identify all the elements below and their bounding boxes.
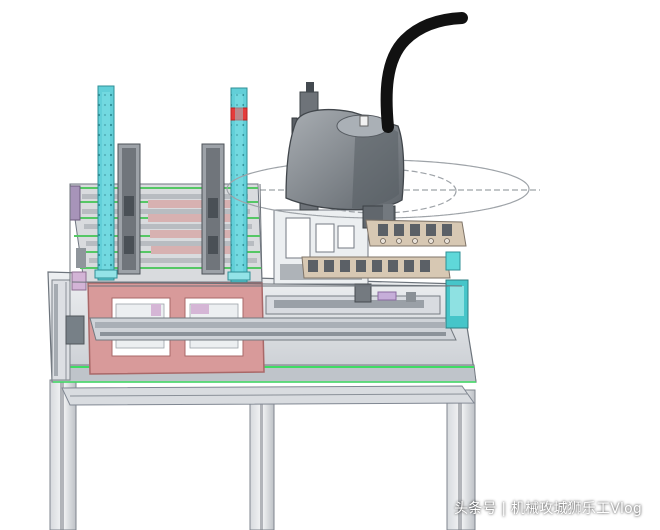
red-sensor-block xyxy=(230,107,248,121)
teal-controller xyxy=(445,279,469,329)
cyan-guide-rails xyxy=(94,85,251,283)
right-side-components xyxy=(354,251,461,303)
left-side-accessories xyxy=(65,185,87,345)
outline-accents xyxy=(69,183,463,287)
robot-cable xyxy=(380,12,468,133)
left-frame-side xyxy=(51,279,71,381)
linear-module xyxy=(89,295,457,341)
vertical-actuators xyxy=(117,143,225,275)
right-fixture-rows xyxy=(301,219,467,279)
watermark-text: 头条号 | 机械攻城狮乐工Vlog xyxy=(454,501,642,517)
frame-cross-beam xyxy=(61,385,475,406)
